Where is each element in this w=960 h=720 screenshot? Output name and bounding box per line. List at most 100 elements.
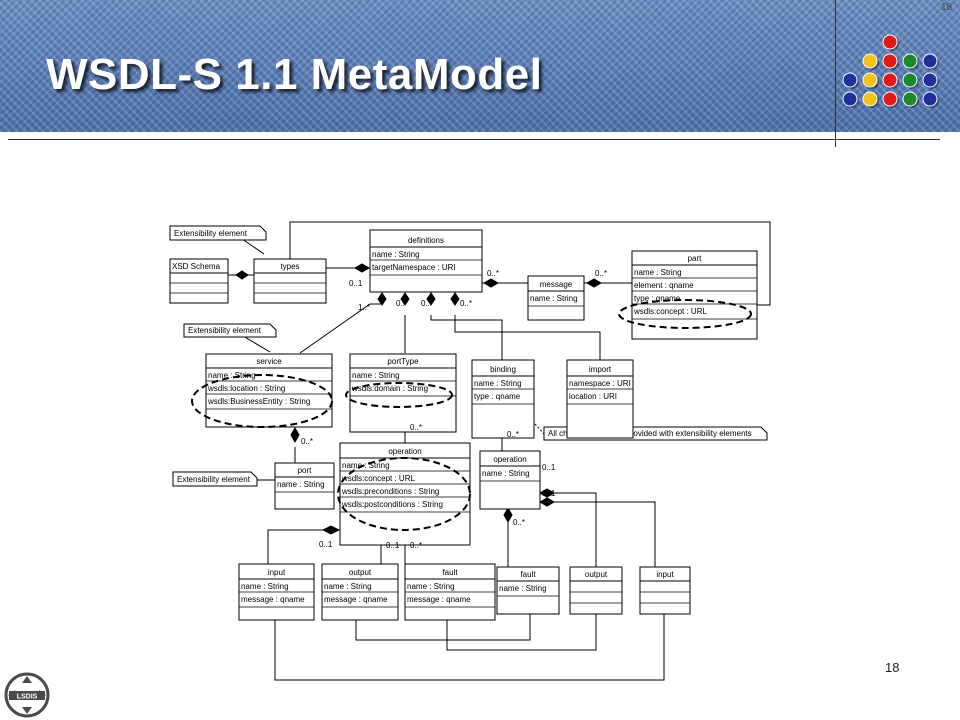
- decorative-dot-grid: [842, 34, 939, 108]
- class-attribute: wsdls:location : String: [207, 384, 285, 393]
- class-name: import: [589, 365, 612, 374]
- class-attribute: message : qname: [241, 595, 305, 604]
- class-box-input1: input name : String message : qname: [238, 563, 315, 621]
- slide-header-banner: [0, 0, 960, 132]
- class-box-part: part name : String element : qname type : q…: [631, 250, 758, 340]
- dot-blue: [922, 53, 938, 69]
- class-box-frame: [639, 566, 691, 615]
- class-attribute: targetNamespace : URI: [372, 263, 456, 272]
- class-attribute: name : String: [277, 480, 325, 489]
- class-box-frame: [369, 229, 483, 293]
- class-attribute: name : String: [530, 294, 578, 303]
- dot-yellow: [862, 72, 878, 88]
- dot-blue: [922, 91, 938, 107]
- class-attribute: message : qname: [324, 595, 388, 604]
- mult-operation-pt: 0..*: [410, 423, 422, 432]
- class-name: portType: [387, 357, 419, 366]
- class-name: types: [280, 262, 299, 271]
- dot-red: [882, 53, 898, 69]
- class-attribute: name : String: [352, 371, 400, 380]
- mult-part: 0..*: [595, 269, 607, 278]
- class-box-frame: [349, 353, 457, 433]
- mult-input1: 0..1: [319, 540, 333, 549]
- class-name: input: [268, 568, 286, 577]
- dot-yellow: [862, 91, 878, 107]
- class-name: port: [298, 466, 313, 475]
- class-attribute: name : String: [208, 371, 256, 380]
- dot-yellow: [862, 53, 878, 69]
- class-name: fault: [520, 570, 536, 579]
- class-box-input2: input: [639, 566, 691, 615]
- class-box-xsd: XSD Schema: [169, 258, 229, 304]
- class-attribute: name : String: [324, 582, 372, 591]
- class-attribute: message : qname: [407, 595, 471, 604]
- mult-binding: 0..*: [421, 299, 433, 308]
- dot-red: [882, 91, 898, 107]
- class-name: output: [349, 568, 372, 577]
- class-box-message: message name : String: [527, 275, 585, 321]
- dot-green: [902, 91, 918, 107]
- ellipse-porttype-domain: [345, 382, 453, 408]
- class-box-frame: [569, 566, 623, 615]
- logo-band: [9, 691, 45, 700]
- mult-output1: 0..1: [386, 541, 400, 550]
- class-attribute: name : String: [342, 461, 390, 470]
- note-text: Extensibility element: [174, 229, 248, 238]
- class-attribute: wsdls:concept : URL: [633, 307, 707, 316]
- class-box-porttype: portType name : String wsdls:domain : Stri…: [349, 353, 457, 433]
- mult-fault1: 0..*: [410, 541, 422, 550]
- class-name: definitions: [408, 236, 444, 245]
- class-attribute: name : String: [241, 582, 289, 591]
- class-attribute: namespace : URI: [569, 379, 631, 388]
- class-box-frame: [471, 359, 535, 439]
- class-attribute: name : String: [634, 268, 682, 277]
- slide-title: WSDL-S 1.1 MetaModel: [46, 50, 543, 99]
- multiplicity-labels: 0..1 0..* 0..* 1..* 0..* 0..* 0..* 0..* …: [301, 269, 607, 550]
- class-box-definitions: definitions name : String targetNamespace …: [369, 229, 483, 293]
- corner-page-number: 18: [941, 2, 953, 13]
- class-attribute: wsdls:preconditions : String: [341, 487, 439, 496]
- header-vertical-rule: [835, 0, 836, 147]
- class-attribute: name : String: [372, 250, 420, 259]
- class-box-output1: output name : String message : qname: [321, 563, 399, 621]
- class-attribute: wsdls:domain : String: [351, 384, 428, 393]
- connector-lines: [228, 221, 771, 681]
- class-attribute: type : qname: [634, 294, 681, 303]
- mult-output2: 0..1: [542, 489, 556, 498]
- class-attribute: element : qname: [634, 281, 694, 290]
- dot-red: [882, 72, 898, 88]
- class-name: message: [540, 280, 573, 289]
- note-ext2: Extensibility element: [183, 323, 277, 338]
- page-number: 18: [885, 660, 900, 675]
- mult-porttype: 0..*: [396, 299, 408, 308]
- note-ext3: Extensibility element: [172, 471, 258, 487]
- note-text: Extensibility element: [177, 475, 251, 484]
- note-ext1: Extensibility element: [169, 225, 267, 241]
- class-attribute: type : qname: [474, 392, 521, 401]
- mult-operation-binding: 0..*: [507, 430, 519, 439]
- class-attribute: name : String: [407, 582, 455, 591]
- class-box-frame: [566, 359, 634, 439]
- header-horizontal-rule: [8, 139, 940, 140]
- note-text: Extensibility element: [188, 326, 262, 335]
- dot-blue: [922, 72, 938, 88]
- class-name: output: [585, 570, 608, 579]
- class-attribute: name : String: [474, 379, 522, 388]
- dot-blue: [842, 91, 858, 107]
- class-name: operation: [493, 455, 526, 464]
- mult-message: 0..*: [487, 269, 499, 278]
- class-box-frame: [274, 462, 335, 510]
- dot-green: [902, 53, 918, 69]
- dot-red: [882, 34, 898, 50]
- highlight-ellipses: [191, 299, 752, 531]
- class-name: part: [688, 254, 703, 263]
- mult-service: 1..*: [358, 303, 370, 312]
- class-box-frame: [339, 442, 471, 546]
